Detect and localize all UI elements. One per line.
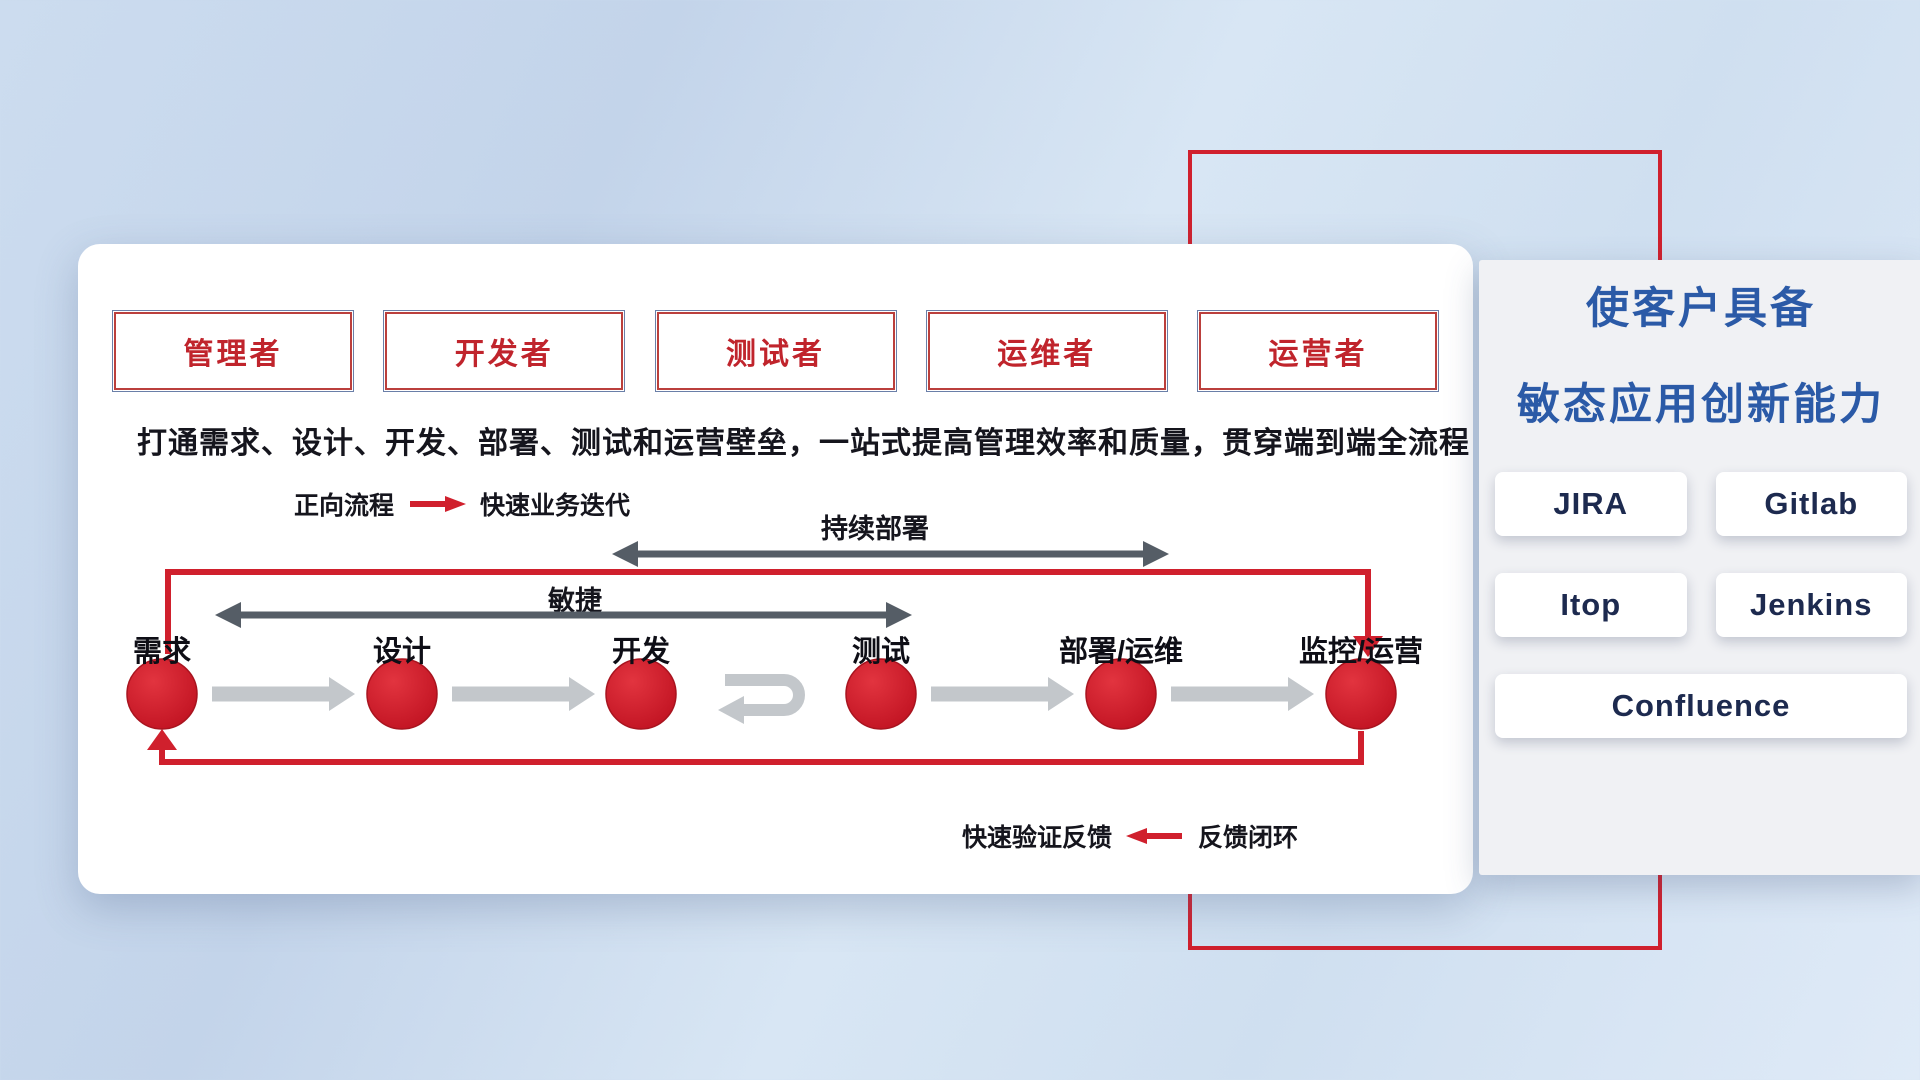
agile-arrow	[215, 602, 912, 628]
forward-loop-line	[165, 569, 1383, 657]
description-text: 打通需求、设计、开发、部署、测试和运营壁垒，一站式提高管理效率和质量，贯穿端到端…	[137, 427, 1470, 460]
role-label: 运维者	[997, 338, 1097, 371]
stage-circle-develop	[605, 658, 677, 730]
feedback-legend: 快速验证反馈 反馈闭环	[962, 818, 1298, 854]
continuous-deploy-arrow	[612, 541, 1169, 567]
agile-label: 敏捷	[548, 586, 602, 616]
stage-arrows	[212, 677, 1314, 711]
stage-circle-deploy-ops	[1085, 658, 1157, 730]
flow-diagram	[126, 541, 1397, 765]
role-box-developer: 开发者	[383, 310, 626, 392]
role-label: 测试者	[726, 338, 825, 371]
stage-circle-monitor-ops	[1325, 658, 1397, 730]
iteration-loop-icon	[718, 674, 805, 724]
feedback-legend-label: 快速验证反馈	[962, 824, 1113, 852]
capability-panel: 使客户具备 敏态应用创新能力 JIRA Gitlab Itop Jenkins …	[1479, 260, 1920, 875]
stage-label-develop: 开发	[611, 636, 670, 668]
right-arrow-icon	[410, 496, 467, 512]
role-box-manager: 管理者	[112, 310, 354, 392]
stage-label-deploy-ops: 部署/运维	[1058, 636, 1184, 668]
role-label: 运营者	[1268, 338, 1368, 371]
role-label: 开发者	[454, 338, 554, 371]
tool-jenkins: Jenkins	[1715, 573, 1907, 637]
tool-gitlab: Gitlab	[1715, 472, 1907, 536]
forward-legend-value: 快速业务迭代	[480, 492, 631, 520]
left-arrow-icon	[1126, 828, 1183, 844]
tool-jira: JIRA	[1495, 472, 1687, 536]
devops-flow-card: 管理者 开发者 测试者 运维者 运营者 打通需求、设计、开发、部署、测试和运营壁…	[78, 244, 1473, 894]
role-label: 管理者	[183, 338, 283, 371]
tool-confluence: Confluence	[1495, 674, 1907, 738]
stage-label-design: 设计	[372, 636, 431, 668]
stage-label-test: 测试	[851, 636, 910, 668]
stage-circle-requirements	[126, 658, 198, 730]
stage-circles	[126, 658, 1397, 730]
stage-label-monitor-ops: 监控/运营	[1298, 636, 1424, 668]
tool-grid: JIRA Gitlab Itop Jenkins Confluence	[1479, 472, 1920, 738]
stage-circle-design	[366, 658, 438, 730]
forward-legend-label: 正向流程	[294, 492, 395, 520]
feedback-legend-value: 反馈闭环	[1198, 824, 1299, 852]
stage-circle-test	[845, 658, 917, 730]
forward-legend: 正向流程 快速业务迭代	[294, 486, 630, 522]
role-box-tester: 测试者	[654, 310, 897, 392]
panel-title-line2: 敏态应用创新能力	[1517, 381, 1885, 429]
role-box-ops: 运维者	[925, 310, 1168, 392]
stage-label-requirements: 需求	[132, 636, 191, 668]
continuous-deploy-label: 持续部署	[821, 514, 929, 544]
panel-title-line1: 使客户具备	[1586, 285, 1816, 333]
role-boxes-row: 管理者 开发者 测试者 运维者 运营者	[78, 310, 1473, 392]
tool-itop: Itop	[1495, 573, 1687, 637]
role-box-business-ops: 运营者	[1197, 310, 1439, 392]
feedback-loop-line	[147, 729, 1364, 765]
